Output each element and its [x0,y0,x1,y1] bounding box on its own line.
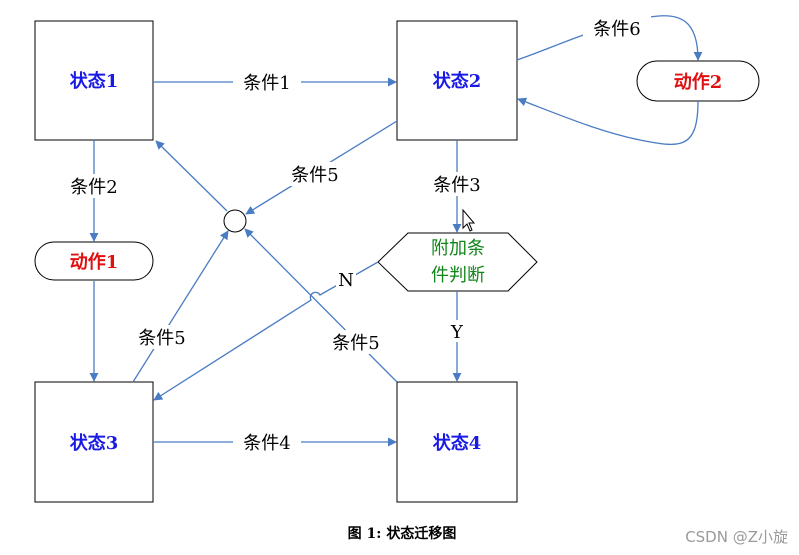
state-box-2: 状态2 [396,20,518,141]
condition-3-label: 条件3 [433,175,480,196]
condition-2-label: 条件2 [70,177,117,198]
arrow-s4-to-junction [244,228,398,383]
decision-hexagon: 附加条 件判断 [377,232,538,292]
state-box-4: 状态4 [396,381,518,503]
mouse-cursor-icon [462,208,476,232]
state-4-label: 状态4 [433,432,482,454]
condition-5-label-right: 条件5 [332,333,379,354]
arrow-a2-to-s2 [517,97,699,145]
arrow-s3-to-junction [132,230,229,383]
state-2-label: 状态2 [433,70,482,92]
action-pill-1: 动作1 [34,241,154,281]
action-1-label: 动作1 [70,251,119,273]
condition-6-label: 条件6 [593,19,640,40]
decision-label-line1: 附加条 [431,238,485,259]
branch-no-label: N [338,270,354,291]
action-pill-2: 动作2 [636,60,760,102]
state-3-label: 状态3 [70,432,119,454]
watermark: CSDN @Z小旋 [685,528,788,546]
state-box-1: 状态1 [34,20,154,141]
condition-1-label: 条件1 [243,73,290,94]
action-2-label: 动作2 [674,71,723,93]
condition-labels: 条件1 条件2 条件3 条件4 条件5 条件5 条件5 条件6 N Y [60,16,651,454]
arrow-junction-to-s1 [155,140,228,212]
state-box-3: 状态3 [34,381,154,503]
condition-5-label-left: 条件5 [138,328,185,349]
branch-yes-label: Y [450,322,464,343]
figure-caption: 图 1: 状态迁移图 [348,525,457,542]
state-1-label: 状态1 [70,70,119,92]
arrow-decision-to-s3 [153,261,379,401]
junction-circle [223,209,247,233]
condition-5-label-top: 条件5 [291,165,338,186]
condition-4-label: 条件4 [243,433,290,454]
decision-label-line2: 件判断 [431,265,485,286]
